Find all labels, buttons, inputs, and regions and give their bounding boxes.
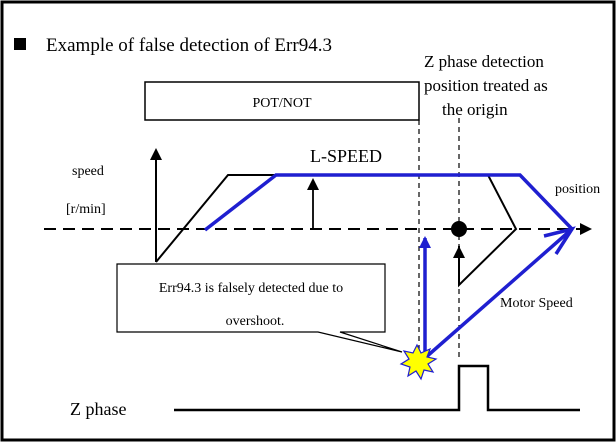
error-callout [116, 263, 403, 353]
overshoot-burst-icon [399, 343, 438, 381]
pot-not-box [144, 81, 420, 121]
origin-point [451, 221, 467, 237]
z-phase-note-line1: Z phase detection [424, 52, 544, 71]
error-callout-line2: overshoot. [226, 314, 285, 329]
heading: Example of false detection of Err94.3 [46, 35, 332, 56]
bullet-square-icon [14, 38, 26, 50]
z-phase-note-line3: the origin [442, 100, 508, 119]
error-callout-line1: Err94.3 is falsely detected due to [159, 281, 343, 296]
motor-speed-profile [203, 173, 574, 232]
speed-axis-unit: [r/min] [66, 202, 106, 217]
position-label: position [555, 182, 600, 197]
l-speed-label: L-SPEED [310, 146, 382, 166]
motor-speed-return [423, 227, 574, 360]
speed-axis-label: speed [72, 164, 104, 179]
motor-speed-label: Motor Speed [500, 296, 573, 311]
z-phase-note-line2: position treated as [424, 76, 548, 95]
motor-speed-lower-arrow [543, 226, 576, 255]
pot-not-label: POT/NOT [252, 96, 312, 111]
z-phase-label: Z phase [70, 399, 126, 419]
z-phase-signal [174, 364, 580, 412]
